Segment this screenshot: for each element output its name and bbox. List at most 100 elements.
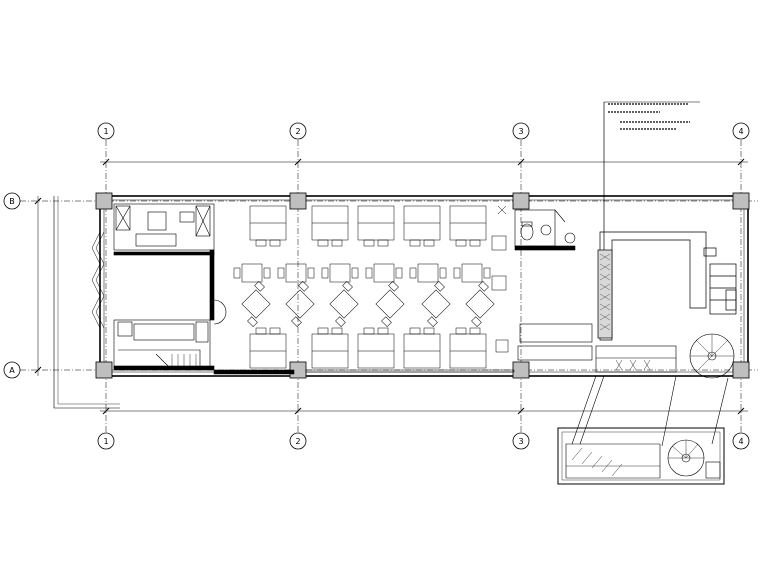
- dining-area: [233, 205, 509, 369]
- grid-bubble-4-top: [732, 122, 750, 140]
- annotation-block: [603, 101, 700, 250]
- chair-bottom-a-4: [455, 327, 467, 335]
- chair-top-b-2: [377, 239, 389, 247]
- chair-bottom-b-0: [269, 327, 281, 335]
- chair-diamond-b-0: [247, 316, 258, 327]
- grid-label-2-bottom: 2: [295, 437, 300, 446]
- chair-mid-l-3: [365, 267, 373, 279]
- chair-bottom-b-3: [423, 327, 435, 335]
- chair-mid-l-4: [409, 267, 417, 279]
- column-3B: [512, 192, 530, 210]
- chair-top-a-0: [255, 239, 267, 247]
- left-facade-windows: [91, 231, 105, 329]
- chair-top-a-4: [455, 239, 467, 247]
- chair-diamond-a-5: [478, 281, 489, 292]
- grid-bubble-1-bottom: [97, 432, 115, 450]
- structural-columns: [95, 192, 750, 379]
- stair-and-basement: [517, 323, 735, 485]
- grid-label-4-bottom: 4: [738, 437, 743, 446]
- column-4B: [732, 192, 750, 210]
- table-diamond-3: [375, 289, 405, 319]
- chair-diamond-a-3: [388, 281, 399, 292]
- chair-bottom-b-1: [331, 327, 343, 335]
- chair-diamond-a-2: [342, 281, 353, 292]
- chair-mid-r-2: [351, 267, 359, 279]
- table-diamond-5: [465, 289, 495, 319]
- grid-label-1-top: 1: [103, 127, 108, 136]
- column-1A: [95, 361, 113, 379]
- chair-top-b-4: [469, 239, 481, 247]
- column-1B: [95, 192, 113, 210]
- table-mid-4: [417, 263, 439, 283]
- grid-bubble-2-bottom: [289, 432, 307, 450]
- table-right-bottom: [495, 339, 509, 353]
- building-walls: [53, 195, 749, 409]
- chair-top-a-2: [363, 239, 375, 247]
- table-diamond-1: [285, 289, 315, 319]
- table-mid-5: [461, 263, 483, 283]
- grid-bubbles: [3, 122, 750, 450]
- table-diamond-0: [241, 289, 271, 319]
- table-mid-3: [373, 263, 395, 283]
- grid-bubble-3-bottom: [512, 432, 530, 450]
- grid-label-2-top: 2: [295, 127, 300, 136]
- grid-label-4-top: 4: [738, 127, 743, 136]
- column-2B: [289, 192, 307, 210]
- table-mid-2: [329, 263, 351, 283]
- chair-diamond-b-2: [335, 316, 346, 327]
- chair-top-a-1: [317, 239, 329, 247]
- chair-diamond-a-1: [298, 281, 309, 292]
- table-right-top: [491, 235, 507, 251]
- chair-diamond-b-4: [427, 316, 438, 327]
- chair-mid-r-0: [263, 267, 271, 279]
- chair-diamond-a-4: [434, 281, 445, 292]
- column-4A: [732, 361, 750, 379]
- toilet-room: [514, 209, 576, 251]
- grid-label-3-bottom: 3: [518, 437, 523, 446]
- chair-bottom-a-0: [255, 327, 267, 335]
- grid-bubble-4-bottom: [732, 432, 750, 450]
- dimension-lines: [34, 158, 748, 415]
- grid-label-A: A: [9, 366, 15, 375]
- grid-bubble-3-top: [512, 122, 530, 140]
- grid-label-B: B: [9, 197, 15, 206]
- chair-diamond-a-0: [254, 281, 265, 292]
- bar-counter: [597, 231, 737, 341]
- grid-bubble-2-top: [289, 122, 307, 140]
- table-diamond-2: [329, 289, 359, 319]
- grid-bubble-B: [3, 192, 21, 210]
- chair-bottom-a-2: [363, 327, 375, 335]
- column-3A: [512, 361, 530, 379]
- chair-bottom-a-1: [317, 327, 329, 335]
- chair-top-b-0: [269, 239, 281, 247]
- chair-mid-l-0: [233, 267, 241, 279]
- chair-mid-l-5: [453, 267, 461, 279]
- grid-bubble-A: [3, 361, 21, 379]
- chair-mid-r-3: [395, 267, 403, 279]
- grid-bubble-labels: 1 2 3 4 1 2 3 4 B A: [9, 127, 743, 446]
- chair-top-a-3: [409, 239, 421, 247]
- chair-top-b-1: [331, 239, 343, 247]
- chair-diamond-b-3: [381, 316, 392, 327]
- chair-mid-l-2: [321, 267, 329, 279]
- grid-label-3-top: 3: [518, 127, 523, 136]
- table-mid-0: [241, 263, 263, 283]
- grid-bubble-1-top: [97, 122, 115, 140]
- chair-mid-r-5: [483, 267, 491, 279]
- grid-label-1-bottom: 1: [103, 437, 108, 446]
- chair-mid-l-1: [277, 267, 285, 279]
- table-right-mid: [491, 275, 507, 291]
- bottom-wall-detail: [213, 205, 515, 375]
- kitchen-area: [113, 203, 227, 371]
- chair-bottom-b-2: [377, 327, 389, 335]
- chair-top-b-3: [423, 239, 435, 247]
- table-mid-1: [285, 263, 307, 283]
- table-diamond-4: [421, 289, 451, 319]
- chair-bottom-a-3: [409, 327, 421, 335]
- chair-diamond-b-1: [291, 316, 302, 327]
- chair-bottom-b-4: [469, 327, 481, 335]
- chair-mid-r-1: [307, 267, 315, 279]
- chair-mid-r-4: [439, 267, 447, 279]
- chair-diamond-b-5: [471, 316, 482, 327]
